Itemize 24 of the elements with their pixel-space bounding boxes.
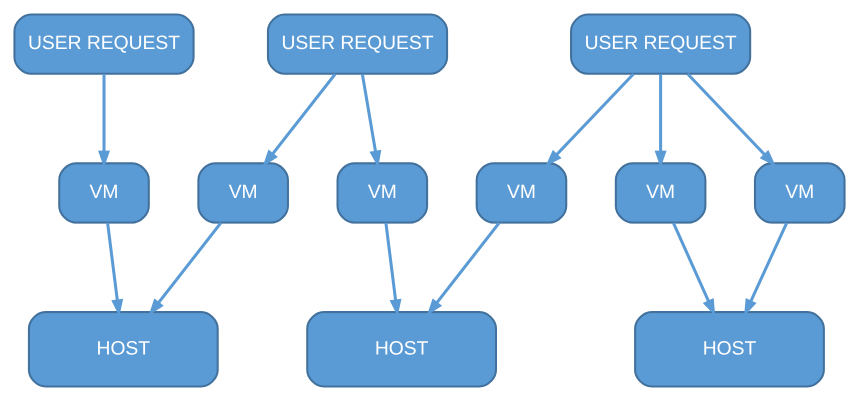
node-box: VM xyxy=(336,162,428,224)
arrow xyxy=(384,222,402,316)
node-box: USER REQUEST xyxy=(13,12,195,74)
node-box: VM xyxy=(197,162,289,224)
arrow xyxy=(744,222,788,316)
node-box: USER REQUEST xyxy=(570,12,752,74)
node-box: HOST xyxy=(28,310,219,388)
arrow xyxy=(360,73,382,168)
node-box: USER REQUEST xyxy=(266,12,448,74)
arrow xyxy=(148,221,222,316)
node-box: VM xyxy=(754,162,846,224)
arrow xyxy=(686,72,776,166)
arrow xyxy=(545,72,635,166)
arrow xyxy=(106,222,124,316)
node-box: VM xyxy=(58,162,150,224)
node-box: HOST xyxy=(306,310,497,388)
node-box: VM xyxy=(614,162,706,224)
arrow xyxy=(262,72,336,166)
arrow xyxy=(426,221,500,316)
arrow xyxy=(672,222,716,316)
node-box: VM xyxy=(476,162,568,224)
arrow xyxy=(98,74,110,168)
arrow xyxy=(654,74,667,168)
node-box: HOST xyxy=(634,310,825,388)
